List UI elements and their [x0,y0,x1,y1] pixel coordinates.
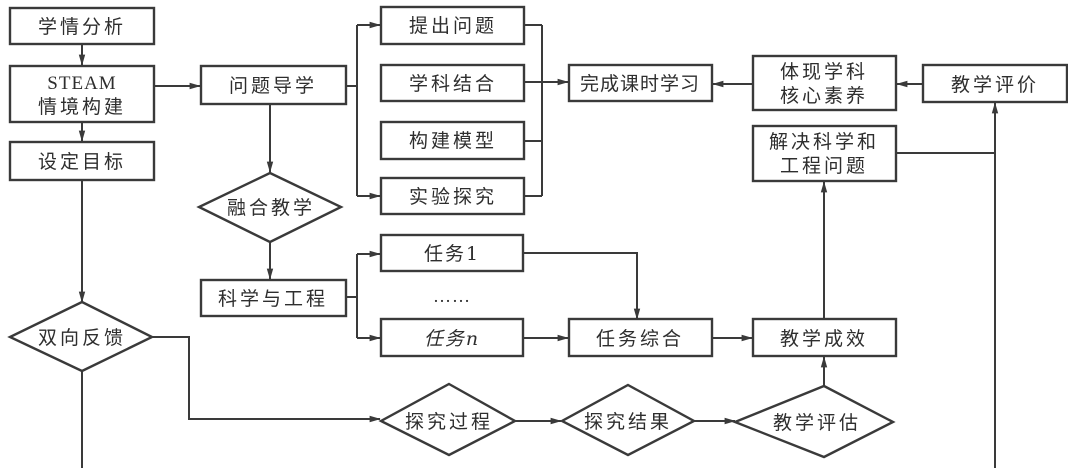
node-jiejue: 解决科学和 工程问题 [751,124,898,183]
node-wenti-label: 问题导学 [229,75,317,97]
node-xueqing-label: 学情分析 [38,16,126,38]
node-goujian-label: 构建模型 [409,130,497,152]
node-chengxiao-label: 教学成效 [780,328,868,350]
node-fankui-label: 双向反馈 [38,327,126,349]
node-zonghe: 任务综合 [567,317,714,358]
node-ronghe-label: 融合教学 [227,197,315,219]
edge-fankui-guocheng [152,336,381,423]
node-shiyan: 实验探究 [379,176,526,216]
node-pinggu: 教学评估 [731,384,896,459]
node-renwun: 任务n [379,317,525,358]
node-tixian: 体现学科 核心素养 [751,54,898,112]
node-sheding: 设定目标 [8,140,156,182]
node-steam: STEAM 情境构建 [8,64,156,124]
node-tichu: 提出问题 [379,5,526,46]
node-pinggu-label: 教学评估 [773,412,861,434]
node-kexue: 科学与工程 [199,278,348,318]
node-wancheng-label: 完成课时学习 [580,73,700,95]
node-renwu1: 任务1 [379,233,525,273]
node-guocheng-label: 探究过程 [405,411,493,433]
node-guocheng: 探究过程 [378,382,518,457]
node-xueqing: 学情分析 [8,6,156,46]
node-steam-label-2: 情境构建 [38,96,126,118]
node-tichu-label: 提出问题 [409,15,497,37]
node-zonghe-label: 任务综合 [596,328,684,350]
node-tixian-label-1: 体现学科 [780,61,868,83]
node-pingjia-label: 教学评价 [951,74,1039,96]
ellipsis-more-tasks: …… [433,286,471,306]
node-shiyan-label: 实验探究 [409,186,497,208]
connectors [78,21,999,468]
node-wenti: 问题导学 [199,64,348,106]
node-renwun-label: 任务n [424,328,480,350]
node-xueke-label: 学科结合 [409,73,497,95]
node-fankui: 双向反馈 [7,300,155,373]
node-sheding-label: 设定目标 [38,151,126,173]
node-ronghe: 融合教学 [196,171,344,244]
node-jiejue-label-2: 工程问题 [780,155,868,177]
node-goujian: 构建模型 [379,120,526,161]
node-jieguo: 探究结果 [559,383,697,457]
node-wancheng: 完成课时学习 [567,63,714,103]
node-chengxiao: 教学成效 [751,317,898,358]
node-pingjia: 教学评价 [921,63,1068,104]
node-kexue-label: 科学与工程 [218,288,328,310]
node-xueke: 学科结合 [379,63,526,103]
edge-renwu1-zonghe [523,252,641,320]
node-steam-label-1: STEAM [47,73,116,94]
node-jieguo-label: 探究结果 [584,411,672,433]
node-renwu1-label: 任务1 [424,243,480,265]
node-jiejue-label-1: 解决科学和 [769,131,879,153]
node-tixian-label-2: 核心素养 [780,85,868,107]
